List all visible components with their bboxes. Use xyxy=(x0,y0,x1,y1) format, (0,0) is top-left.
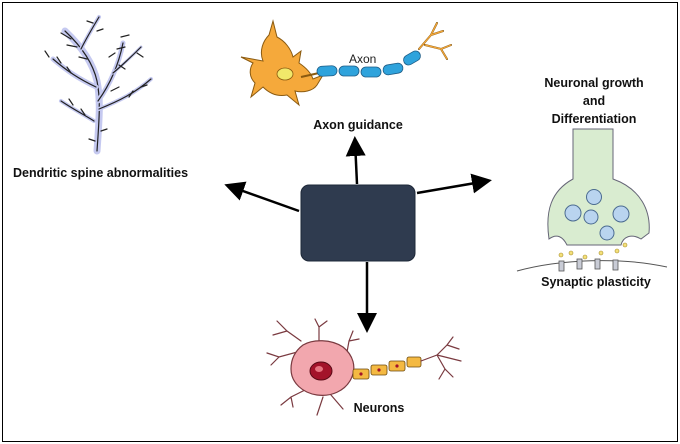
arrow-to-axon-guidance xyxy=(345,136,366,185)
neuronal-growth-label-line1: Neuronal growth xyxy=(544,76,644,90)
arrow-to-neuronal-growth xyxy=(416,173,492,195)
neurons-label: Neurons xyxy=(353,401,405,415)
dendritic-spine-label: Dendritic spine abnormalities xyxy=(13,166,189,180)
arrow-to-dendritic-spine xyxy=(224,181,300,213)
arrows xyxy=(224,136,492,333)
axon-guidance-label: Axon guidance xyxy=(313,118,403,132)
synapse-icon xyxy=(516,128,668,272)
diagram-canvas xyxy=(44,15,668,416)
center-box xyxy=(300,184,416,262)
neuron-icon xyxy=(266,318,462,416)
neuronal-growth-label-line2: and xyxy=(582,94,606,108)
dendrite-branch-icon xyxy=(44,15,153,155)
neuronal-growth-label-line3: Differentiation xyxy=(551,112,637,126)
synaptic-plasticity-label: Synaptic plasticity xyxy=(541,275,651,289)
axon-label: Axon xyxy=(349,52,377,66)
neuron-axon-icon xyxy=(240,19,452,107)
